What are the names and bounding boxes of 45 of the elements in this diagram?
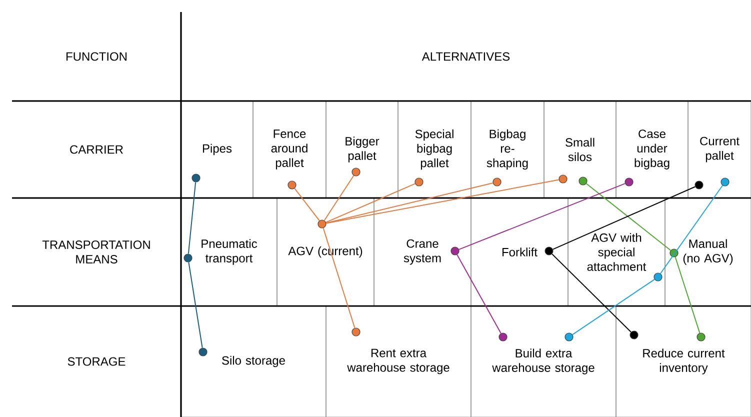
connector-line (322, 228, 356, 328)
dot (696, 332, 706, 342)
connector-line (325, 183, 416, 223)
dot (720, 178, 730, 186)
table-cell: Pneumatic transport (180, 198, 278, 306)
connector-line (660, 185, 724, 274)
connector-line (552, 186, 696, 250)
dot (544, 246, 554, 256)
dot (558, 174, 568, 184)
connector-line (326, 182, 494, 224)
dot (630, 330, 638, 340)
dot (450, 246, 460, 256)
connector-line (552, 254, 632, 332)
dot (318, 220, 326, 228)
dot (352, 328, 360, 336)
column-header: FUNCTION (66, 52, 127, 61)
dot (288, 180, 296, 190)
connector-line (586, 183, 672, 251)
connector-line (572, 278, 655, 336)
connector-line (188, 182, 196, 254)
dot (564, 332, 574, 342)
connector-line (674, 256, 700, 334)
column-header: ALTERNATIVES (422, 52, 510, 61)
dot (414, 178, 424, 186)
dot (352, 168, 360, 176)
row-header: CARRIER (70, 145, 123, 154)
dot (184, 254, 192, 262)
row-header: TRANSPORTATION MEANS (42, 240, 150, 264)
row-header: STORAGE (68, 357, 126, 366)
dot (198, 348, 208, 356)
dot (694, 180, 704, 190)
dot (654, 272, 662, 282)
dot (624, 178, 634, 186)
table-cell: Pipes (180, 100, 254, 198)
connector-line (324, 175, 354, 221)
dot (492, 178, 502, 186)
dot (498, 332, 508, 342)
connector-line (188, 262, 203, 348)
connector-line (294, 188, 320, 222)
dot (670, 248, 678, 258)
dot (192, 174, 200, 182)
connector-line (326, 179, 560, 224)
connector-line (456, 254, 502, 334)
dot (578, 176, 588, 186)
connector-line (458, 183, 626, 250)
